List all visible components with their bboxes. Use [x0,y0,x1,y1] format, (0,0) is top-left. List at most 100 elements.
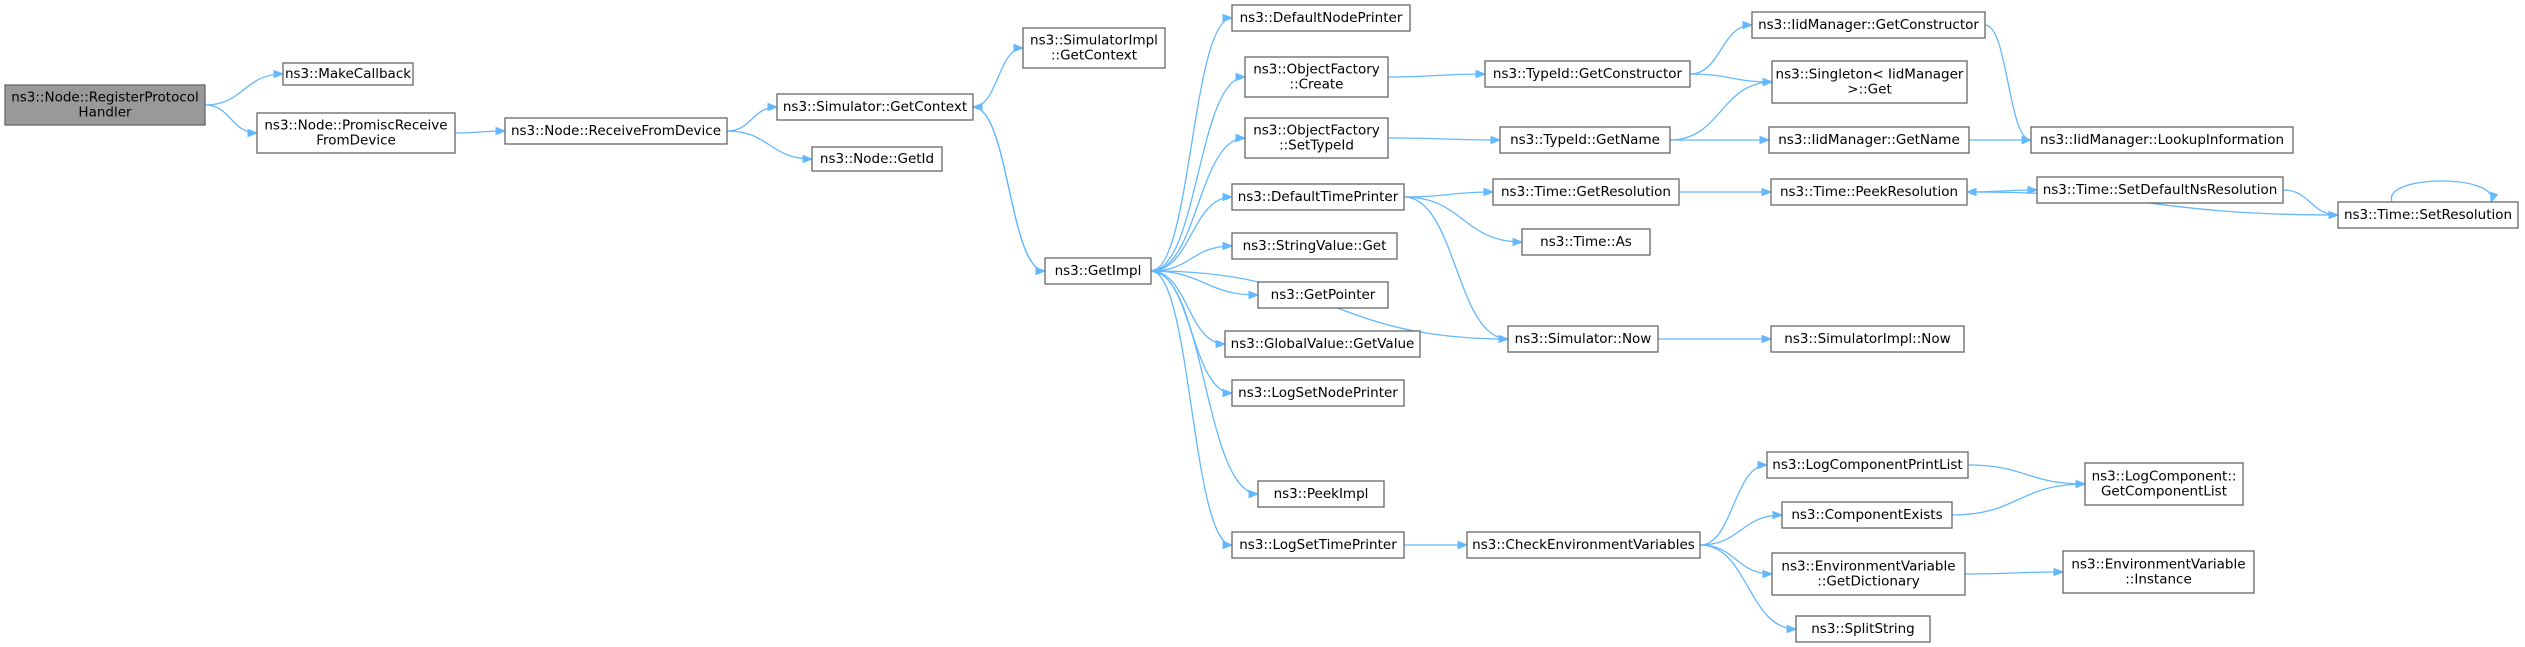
edge-line [726,130,813,160]
node-iidgetname[interactable]: ns3::IidManager::GetName [1768,126,1970,154]
node-objfactorysettypeid[interactable]: ns3::ObjectFactory::SetTypeId [1244,117,1389,159]
node-label-line: ns3::IidManager::GetConstructor [1758,17,1979,33]
node-logsettimeprinter[interactable]: ns3::LogSetTimePrinter [1231,531,1405,559]
node-getimpl[interactable]: ns3::GetImpl [1044,257,1152,285]
node-label-line: ns3::Time::SetResolution [2344,207,2512,223]
node-defaulttimeprinter[interactable]: ns3::DefaultTimePrinter [1231,183,1405,211]
edge-line [1689,73,1773,83]
edge-setresolution-to-setresolution [2391,180,2499,204]
node-label-line: ns3::SplitString [1811,621,1915,637]
node-box [504,117,728,145]
edge-arrowhead [1248,290,1260,300]
edge-line [1150,196,1233,272]
node-makecallback[interactable]: ns3::MakeCallback [282,62,414,86]
node-receivefromdevice[interactable]: ns3::Node::ReceiveFromDevice [504,117,728,145]
edge-arrowhead [1222,241,1234,251]
edge-promisc-to-receivefromdevice [454,126,507,136]
node-box [1231,531,1405,559]
node-envinstance[interactable]: ns3::EnvironmentVariable::Instance [2062,550,2255,594]
node-logsetnodeprinter[interactable]: ns3::LogSetNodePrinter [1231,379,1405,407]
node-logcomponentprintlist[interactable]: ns3::LogComponentPrintList [1766,451,1969,479]
edge-arrowhead [1772,510,1784,520]
node-label-line: ns3::LogSetTimePrinter [1239,537,1397,553]
node-simulatornow[interactable]: ns3::Simulator::Now [1507,325,1659,353]
node-globalvaluegetvalue[interactable]: ns3::GlobalValue::GetValue [1224,330,1421,358]
edge-checkenv-to-componentexists [1699,510,1784,546]
edge-getimpl-to-defaultnodeprinter [1150,13,1234,272]
node-stringvalueget[interactable]: ns3::StringValue::Get [1231,232,1398,260]
edge-arrowhead [1013,43,1025,53]
node-envgetdictionary[interactable]: ns3::EnvironmentVariable::GetDictionary [1771,552,1966,596]
node-box [1499,126,1671,154]
node-box [1231,183,1405,211]
node-implgetcontext[interactable]: ns3::SimulatorImpl::GetContext [1022,27,1166,69]
node-iidgetconstructor[interactable]: ns3::IidManager::GetConstructor [1751,11,1986,39]
node-label-line: ns3::Simulator::Now [1515,331,1652,347]
node-setdefaultnsresolution[interactable]: ns3::Time::SetDefaultNsResolution [2036,176,2284,204]
edge-receivefromdevice-to-getid [726,130,814,164]
edge-line [1150,17,1233,272]
node-box [1466,531,1701,559]
node-label-line: ns3::Time::SetDefaultNsResolution [2043,182,2278,198]
node-label-line: ns3::EnvironmentVariable [2071,557,2245,573]
edge-line [1689,24,1753,75]
node-box [4,84,206,126]
edge-arrowhead [2021,135,2033,145]
node-box [1507,325,1659,353]
node-defaultnodeprinter[interactable]: ns3::DefaultNodePrinter [1231,4,1411,32]
node-getcontext[interactable]: ns3::Simulator::GetContext [776,93,974,121]
edge-line [1951,483,2086,516]
node-getpointer[interactable]: ns3::GetPointer [1257,281,1389,309]
edge-arrowhead [1475,69,1487,79]
node-box [2337,201,2519,229]
edge-arrowhead [1965,187,1977,197]
edge-line [204,104,258,134]
node-box [1770,325,1965,353]
node-singletonget[interactable]: ns3::Singleton< IidManager >::Get [1771,60,1968,104]
edge-line [1403,196,1523,243]
node-peekimpl[interactable]: ns3::PeekImpl [1257,480,1385,508]
edge-line [1964,571,2064,575]
node-box [1521,228,1651,256]
node-box [1244,56,1389,98]
node-timepeekresolution[interactable]: ns3::Time::PeekResolution [1770,178,1968,206]
edge-objfactorycreate-to-typeidgetconstructor [1387,69,1487,79]
node-label-line: ns3::StringValue::Get [1243,238,1387,254]
node-getid[interactable]: ns3::Node::GetId [811,146,943,172]
edge-line [2391,180,2492,203]
node-timeas[interactable]: ns3::Time::As [1521,228,1651,256]
edge-arrowhead [2027,185,2039,195]
edge-line [1699,514,1783,546]
edge-line [1699,544,1797,630]
node-typeidgetname[interactable]: ns3::TypeId::GetName [1499,126,1671,154]
node-label-line: ns3::ObjectFactory [1253,123,1380,139]
edge-arrowhead [1483,187,1495,197]
edge-line [1699,544,1773,575]
node-timegetresolution[interactable]: ns3::Time::GetResolution [1492,178,1680,206]
node-getcomponentlist[interactable]: ns3::LogComponent::GetComponentList [2084,462,2244,506]
node-componentexists[interactable]: ns3::ComponentExists [1781,501,1953,529]
node-box [1484,60,1691,88]
node-iidlookupinformation[interactable]: ns3::IidManager::LookupInformation [2030,126,2294,154]
edge-getimpl-to-stringvalueget [1150,241,1234,272]
node-label-line: ns3::GlobalValue::GetValue [1231,336,1415,352]
node-label-line: ns3::Node::PromiscReceive [264,118,447,134]
node-objfactorycreate[interactable]: ns3::ObjectFactory::Create [1244,56,1389,98]
edge-receivefromdevice-to-getcontext [726,102,779,132]
edge-line [1403,196,1509,340]
node-label-line: ns3::Time::GetResolution [1501,184,1671,200]
node-setresolution[interactable]: ns3::Time::SetResolution [2337,201,2519,229]
edge-arrowhead [802,154,814,164]
edge-getimpl-to-defaulttimeprinter [1150,192,1234,272]
node-typeidgetconstructor[interactable]: ns3::TypeId::GetConstructor [1484,60,1691,88]
node-splitstring[interactable]: ns3::SplitString [1795,615,1931,643]
edge-arrowhead [1742,20,1754,30]
edge-arrowhead [1457,540,1469,550]
node-checkenv[interactable]: ns3::CheckEnvironmentVariables [1466,531,1701,559]
node-label-line: ns3::ObjectFactory [1253,62,1380,78]
node-simimplnow[interactable]: ns3::SimulatorImpl::Now [1770,325,1965,353]
edge-line [1150,270,1226,345]
node-box [1044,257,1152,285]
